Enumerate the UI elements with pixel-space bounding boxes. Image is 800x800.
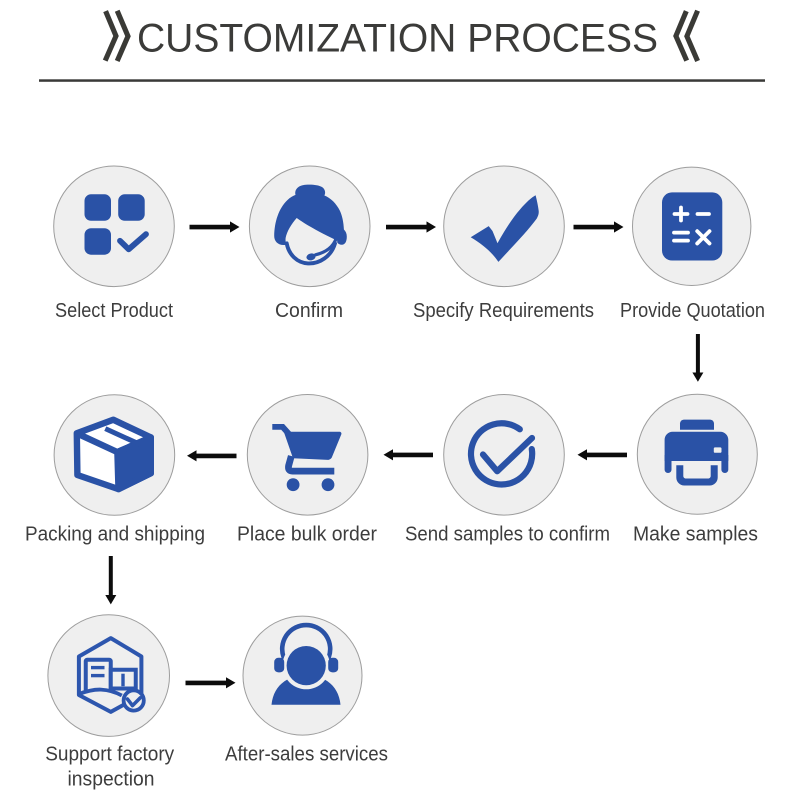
svg-text:Specify Requirements: Specify Requirements — [413, 300, 594, 322]
svg-text:Support factory: Support factory — [45, 744, 174, 766]
svg-text:Send samples to confirm: Send samples to confirm — [405, 524, 610, 546]
svg-text:Place bulk order: Place bulk order — [237, 524, 377, 546]
svg-text:Make samples: Make samples — [633, 524, 758, 546]
svg-text:Packing and shipping: Packing and shipping — [25, 524, 205, 546]
svg-text:Select Product: Select Product — [55, 300, 173, 322]
svg-text:After-sales services: After-sales services — [225, 744, 388, 766]
svg-text:Confirm: Confirm — [275, 300, 343, 322]
svg-text:CUSTOMIZATION PROCESS: CUSTOMIZATION PROCESS — [137, 17, 658, 61]
svg-text:inspection: inspection — [68, 769, 155, 791]
svg-text:Provide Quotation: Provide Quotation — [620, 300, 765, 322]
